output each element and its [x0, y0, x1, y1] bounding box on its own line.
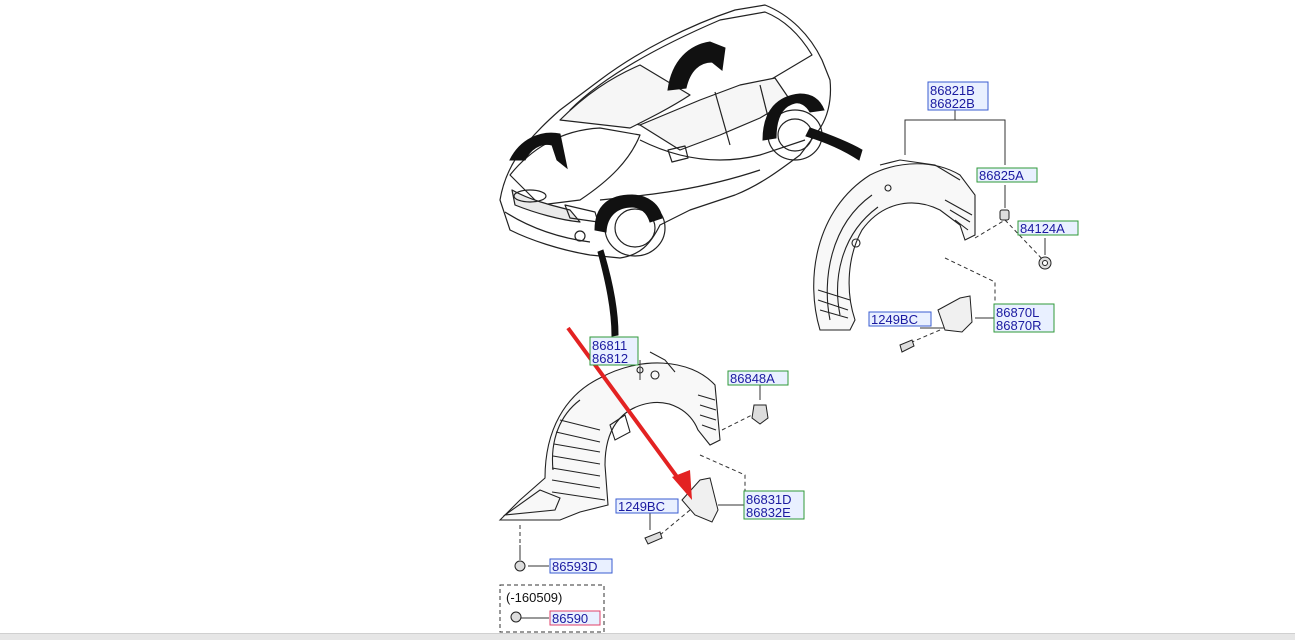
pointer-lines [597, 127, 863, 337]
red-arrow [566, 326, 692, 500]
front-mud-flap [681, 477, 719, 523]
old-bolt-part [510, 611, 522, 623]
wheel-guard-highlights [509, 41, 825, 233]
part-labels: 86821B 86822B 86825A 84124A 1249BC 86870… [506, 81, 1079, 626]
label-front-clip[interactable]: 86848A [730, 371, 775, 386]
label-rear-clip[interactable]: 86825A [979, 168, 1024, 183]
front-screw-part [644, 531, 663, 545]
label-rear-flap-l[interactable]: 86870L [996, 305, 1039, 320]
label-rear-flap-r[interactable]: 86870R [996, 318, 1042, 333]
front-clip-part [751, 404, 769, 425]
front-bolt-part [514, 560, 526, 572]
label-rear-nut[interactable]: 84124A [1020, 221, 1065, 236]
rear-wheel-guard [813, 159, 976, 331]
label-front-guard-b[interactable]: 86812 [592, 351, 628, 366]
rear-small-parts [899, 209, 1052, 353]
label-rear-guard-a[interactable]: 86821B [930, 83, 975, 98]
front-small-parts [510, 404, 769, 623]
label-front-flap-e[interactable]: 86832E [746, 505, 791, 520]
label-front-bolt[interactable]: 86593D [552, 559, 598, 574]
front-wheel-guard [498, 351, 721, 521]
rear-screw-part [899, 339, 915, 353]
rear-leader-lines [904, 110, 1046, 329]
superseded-part-box [499, 584, 605, 633]
label-date-range: (-160509) [506, 590, 562, 605]
label-old-part[interactable]: 86590 [552, 611, 588, 626]
label-front-screw[interactable]: 1249BC [618, 499, 665, 514]
label-rear-screw[interactable]: 1249BC [871, 312, 918, 327]
car-illustration [499, 4, 832, 259]
label-front-flap-d[interactable]: 86831D [746, 492, 792, 507]
label-rear-guard-b[interactable]: 86822B [930, 96, 975, 111]
rear-mud-flap [937, 295, 973, 333]
bottom-scrollbar[interactable] [0, 633, 1295, 640]
label-front-guard-a[interactable]: 86811 [592, 338, 627, 353]
rear-clip-part [999, 209, 1010, 221]
